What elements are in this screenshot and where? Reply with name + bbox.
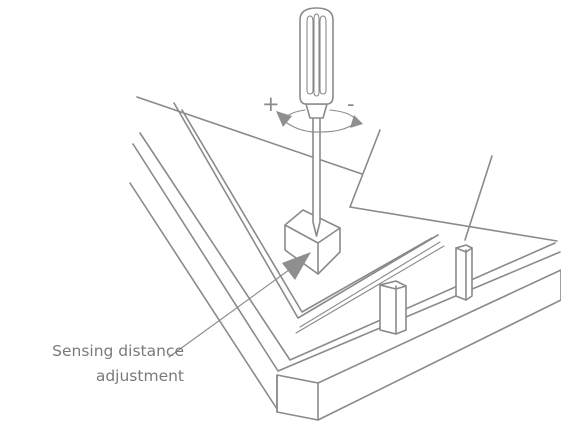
rotation-arrowhead-left (276, 111, 292, 127)
callout-pointer (168, 252, 311, 358)
sensor-housing (129, 96, 561, 421)
caption-line-2: adjustment (95, 367, 184, 385)
inner-rim-edge-2 (181, 109, 433, 313)
frame-front-face (276, 269, 561, 421)
rotation-arrow-icon (276, 109, 363, 133)
callout-leader-line (168, 261, 301, 358)
caption-line-1: Sensing distance (52, 342, 184, 360)
mounting-tab-right (455, 244, 473, 301)
inner-rim-edge-1 (173, 102, 439, 319)
groove-line-1 (299, 241, 441, 328)
decrease-sign: - (347, 92, 355, 116)
section-cut-line-left (349, 129, 381, 208)
groove-line-2 (295, 245, 445, 334)
callout-arrowhead (282, 252, 311, 280)
outer-body-edge (129, 182, 278, 410)
screwdriver-icon (299, 7, 334, 237)
increase-sign: + (262, 92, 280, 116)
rotation-arrowhead-right (350, 115, 363, 128)
housing-upper-plane-edge (349, 206, 558, 242)
mounting-tab-left (379, 280, 407, 335)
housing-top-edge (136, 96, 363, 175)
